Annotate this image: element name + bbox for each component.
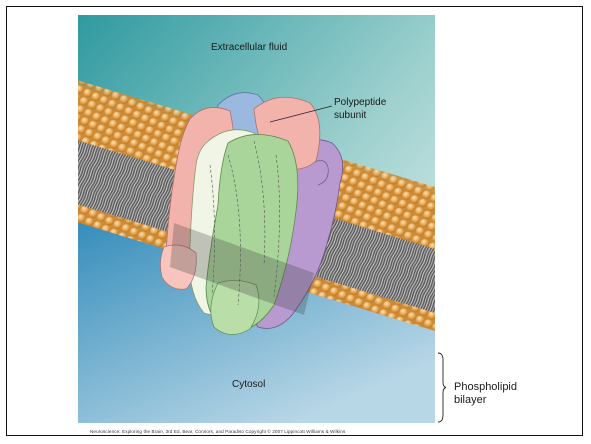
label-phospholipid: Phospholipid (454, 381, 517, 393)
ion-channel-illustration (78, 15, 435, 423)
label-bilayer: bilayer (454, 394, 486, 406)
label-subunit: subunit (334, 110, 366, 122)
label-extracellular-fluid: Extracellular fluid (211, 42, 287, 54)
copyright-credit: Neuroscience: Exploring the Brain, 3rd E… (90, 429, 345, 434)
polypeptide-leader-line (270, 104, 334, 124)
label-cytosol: Cytosol (232, 379, 265, 391)
bilayer-bracket (437, 352, 447, 423)
label-polypeptide: Polypeptide (334, 97, 386, 109)
